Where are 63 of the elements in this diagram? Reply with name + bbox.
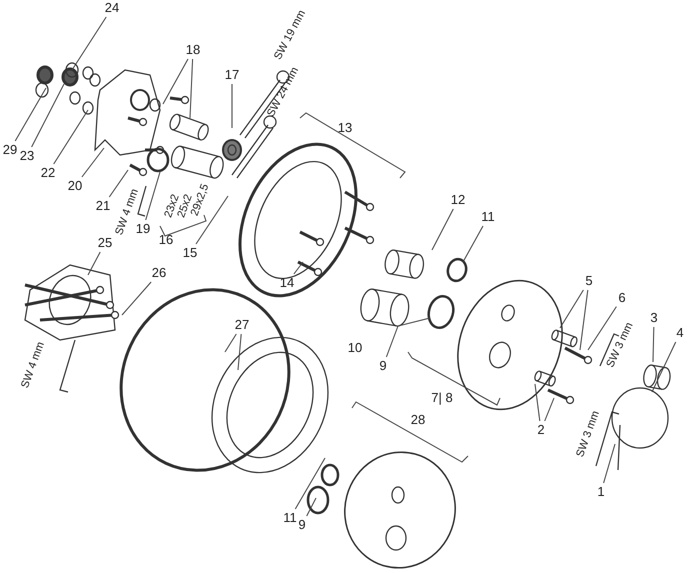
- callout-number: 24: [104, 1, 120, 15]
- leader-line: [31, 84, 64, 148]
- leader-line: [293, 262, 304, 274]
- leader-line: [544, 398, 554, 422]
- leader-line: [53, 110, 88, 164]
- callout-number: 15: [182, 246, 198, 260]
- leader-line: [580, 290, 588, 350]
- callout-number: 18: [186, 43, 200, 57]
- leader-line: [534, 384, 540, 422]
- callout-number: 9: [298, 518, 306, 532]
- callout-number: 26: [152, 266, 166, 280]
- leader-line: [72, 16, 107, 70]
- leader-line: [196, 196, 228, 244]
- callout-number: 2: [537, 423, 545, 437]
- leader-line: [238, 334, 242, 370]
- leader-line: [652, 342, 676, 392]
- callout-number: 5: [585, 274, 593, 288]
- callout-number: 9: [379, 359, 387, 373]
- callout-number: 4: [676, 326, 684, 340]
- tool-size-label: SW 3 mm: [573, 408, 603, 460]
- leader-line: [190, 58, 194, 118]
- leader-line: [108, 170, 128, 198]
- callout-number: 22: [40, 166, 56, 180]
- callout-number: 23: [20, 149, 34, 163]
- leader-line: [224, 334, 237, 352]
- leader-line: [88, 252, 101, 276]
- callout-number: 16: [158, 233, 174, 247]
- tool-size-label: SW 3 mm: [603, 320, 637, 370]
- callout-number: 6: [618, 291, 626, 305]
- callout-number: 12: [450, 193, 466, 207]
- callout-number: 13: [338, 121, 352, 135]
- leader-line: [462, 226, 484, 262]
- callout-number: 3: [650, 311, 658, 325]
- callout-number: 11: [283, 511, 297, 525]
- callout-number: 17: [224, 68, 240, 82]
- leader-line: [162, 58, 188, 104]
- callout-number: 20: [68, 179, 82, 193]
- callout-number: 28: [410, 413, 426, 427]
- callout-number: 1: [597, 485, 605, 499]
- leader-line: [432, 208, 454, 250]
- callout-number: 25: [98, 236, 112, 250]
- callout-number: 11: [481, 210, 495, 224]
- leader-line: [560, 290, 584, 328]
- tool-size-label: SW 24 mm: [264, 64, 302, 120]
- callout-number: 19: [136, 222, 150, 236]
- callout-number: 29: [2, 143, 18, 157]
- leader-line: [652, 326, 654, 362]
- tool-size-label: SW 19 mm: [271, 8, 309, 62]
- leader-line: [306, 498, 316, 516]
- callout-number: 10: [348, 341, 362, 355]
- leader-line: [14, 88, 46, 142]
- leader-line: [588, 306, 617, 350]
- callout-number: 14: [280, 276, 294, 290]
- callout-number: 7| 8: [431, 391, 453, 405]
- leader-line: [122, 282, 152, 316]
- leader-line: [294, 458, 326, 510]
- leader-line: [81, 148, 104, 178]
- callout-number: 27: [234, 318, 250, 332]
- callout-number: 21: [96, 199, 110, 213]
- leader-line: [145, 172, 160, 220]
- leader-line: [603, 444, 616, 484]
- tool-size-label: SW 4 mm: [18, 340, 48, 390]
- leader-line: [386, 318, 430, 358]
